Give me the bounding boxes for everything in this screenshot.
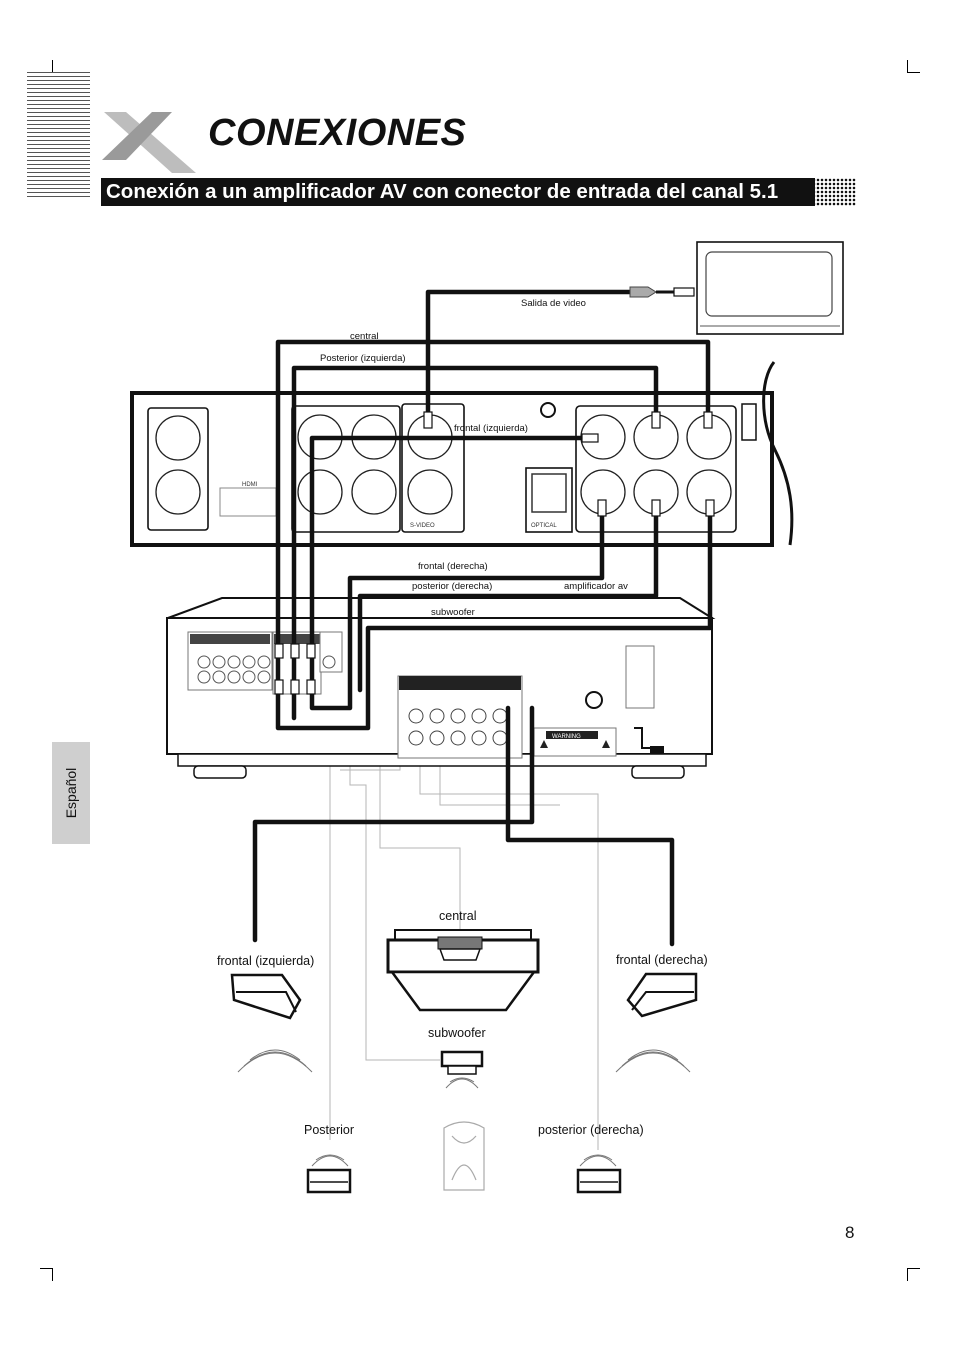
label-cable-subwoofer: subwoofer: [431, 607, 475, 618]
label-cable-central: central: [350, 331, 379, 342]
speaker-central: [386, 929, 540, 1012]
subtitle-bar: [101, 178, 815, 206]
video-plug: [629, 286, 695, 298]
speaker-subwoofer: [440, 1050, 484, 1075]
label-cable-rear-right: posterior (derecha): [412, 581, 492, 592]
crop-mark-bottom-right: [907, 1268, 920, 1281]
label-speaker-front-left: frontal (izquierda): [217, 954, 314, 968]
section-subtitle: Conexión a un amplificador AV con conect…: [106, 180, 779, 203]
label-speaker-rear-left: Posterior: [304, 1123, 354, 1137]
label-speaker-central: central: [439, 909, 477, 923]
halftone-dots: [812, 178, 856, 206]
label-cable-rear-left: Posterior (izquierda): [320, 353, 406, 364]
crop-mark-bottom-left: [40, 1268, 53, 1281]
sound-waves: [237, 1049, 691, 1167]
warning-label: WARNING: [552, 734, 581, 740]
listener-figure: [443, 1121, 485, 1191]
label-amplifier: amplificador av: [564, 581, 628, 592]
language-tab: [52, 742, 90, 844]
television: [696, 241, 844, 335]
page-number: 8: [845, 1223, 855, 1242]
speaker-rear-right: [576, 1168, 622, 1194]
av-amplifier: WARNING: [166, 597, 716, 779]
speaker-front-left: [230, 973, 302, 1020]
dvd-player-panel: HDMI S-VIDEO OPTICAL: [130, 361, 794, 547]
decorative-stripes: [27, 72, 90, 200]
signal-cables: [252, 289, 713, 947]
label-cable-front-left: frontal (izquierda): [454, 423, 528, 434]
rca-plugs: [274, 411, 715, 695]
label-video-out: Salida de video: [521, 298, 586, 309]
page-title: CONEXIONES: [208, 112, 467, 154]
speaker-front-right: [626, 972, 698, 1018]
label-speaker-front-right: frontal (derecha): [616, 953, 708, 967]
crop-mark-top-right: [907, 60, 920, 73]
s-video-label: S-VIDEO: [410, 523, 435, 529]
label-speaker-subwoofer: subwoofer: [428, 1026, 486, 1040]
label-cable-front-right: frontal (derecha): [418, 561, 488, 572]
hdmi-label: HDMI: [242, 482, 258, 488]
speaker-rear-left: [306, 1168, 352, 1194]
label-speaker-rear-right: posterior (derecha): [538, 1123, 644, 1137]
optical-label: OPTICAL: [531, 523, 557, 529]
